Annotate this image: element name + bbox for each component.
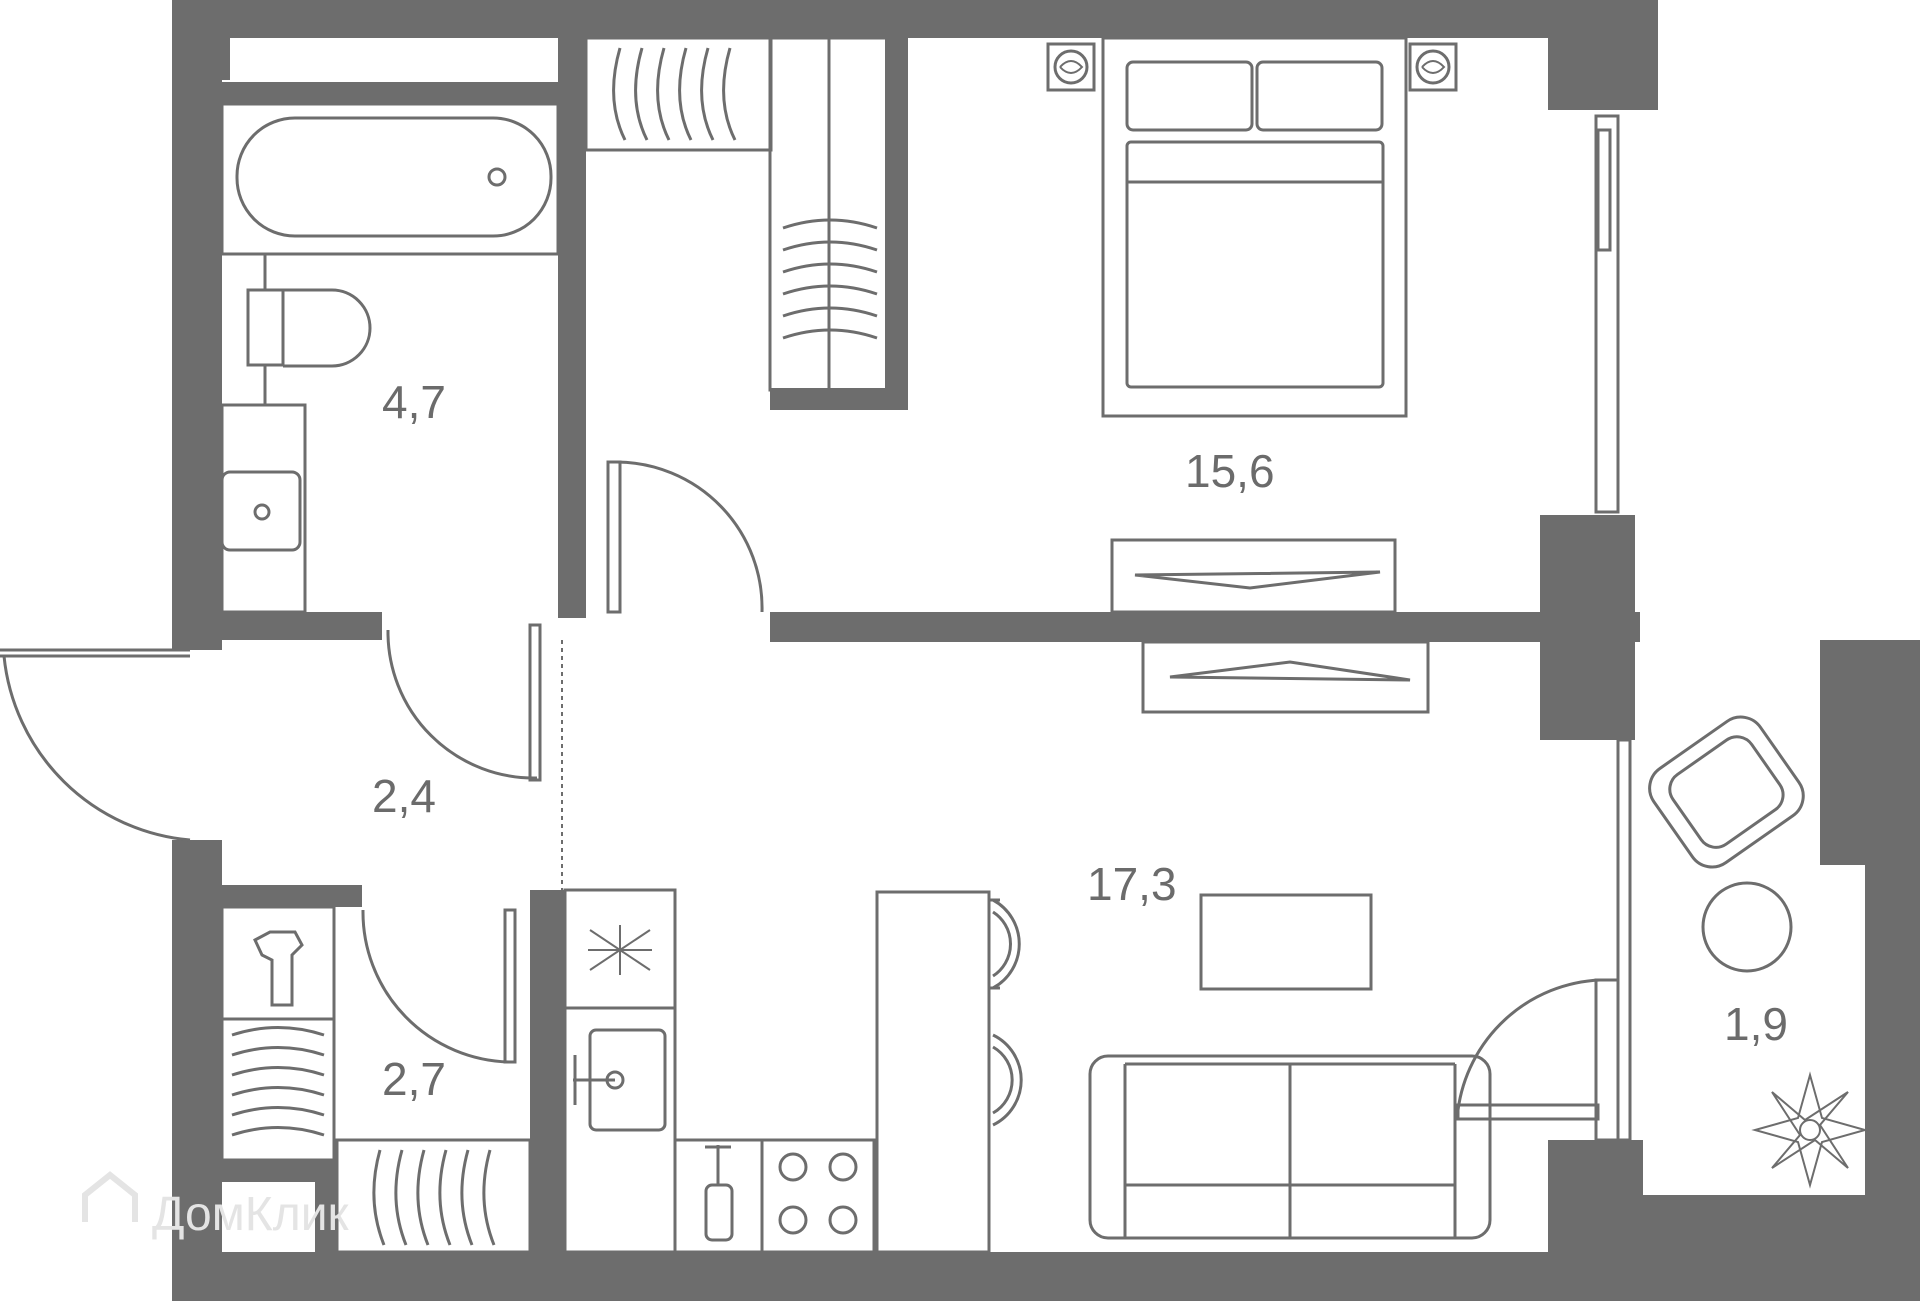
watermark: ДомКлик — [82, 1171, 350, 1241]
armchair-icon — [1648, 715, 1805, 869]
hob-icon — [588, 925, 652, 975]
plant-icon — [1751, 1071, 1869, 1189]
walls — [172, 0, 1920, 1301]
living-kitchen-furniture — [563, 640, 1492, 1254]
hangers-side — [782, 218, 878, 340]
hangers-wardrobe-bottom — [372, 1149, 496, 1246]
bathroom-fixtures — [220, 102, 560, 614]
room-area-bedroom: 15,6 — [1185, 445, 1275, 497]
watermark-text: ДомКлик — [152, 1188, 350, 1241]
wardrobe-furniture — [220, 905, 532, 1254]
doors — [0, 460, 1620, 1142]
area-labels: 4,7 15,6 2,4 17,3 2,7 1,9 — [372, 376, 1788, 1105]
room-area-wardrobe: 2,7 — [382, 1053, 446, 1105]
room-area-hall: 2,4 — [372, 770, 436, 822]
bedroom-furniture — [1046, 36, 1620, 614]
hangers-wardrobe — [231, 1026, 325, 1137]
wardrobe-top — [584, 36, 890, 392]
room-area-balcony: 1,9 — [1724, 998, 1788, 1050]
room-area-bathroom: 4,7 — [382, 376, 446, 428]
hangers-top — [612, 47, 737, 141]
balcony-furniture — [1616, 715, 1869, 1189]
room-area-living-kitchen: 17,3 — [1087, 858, 1177, 910]
